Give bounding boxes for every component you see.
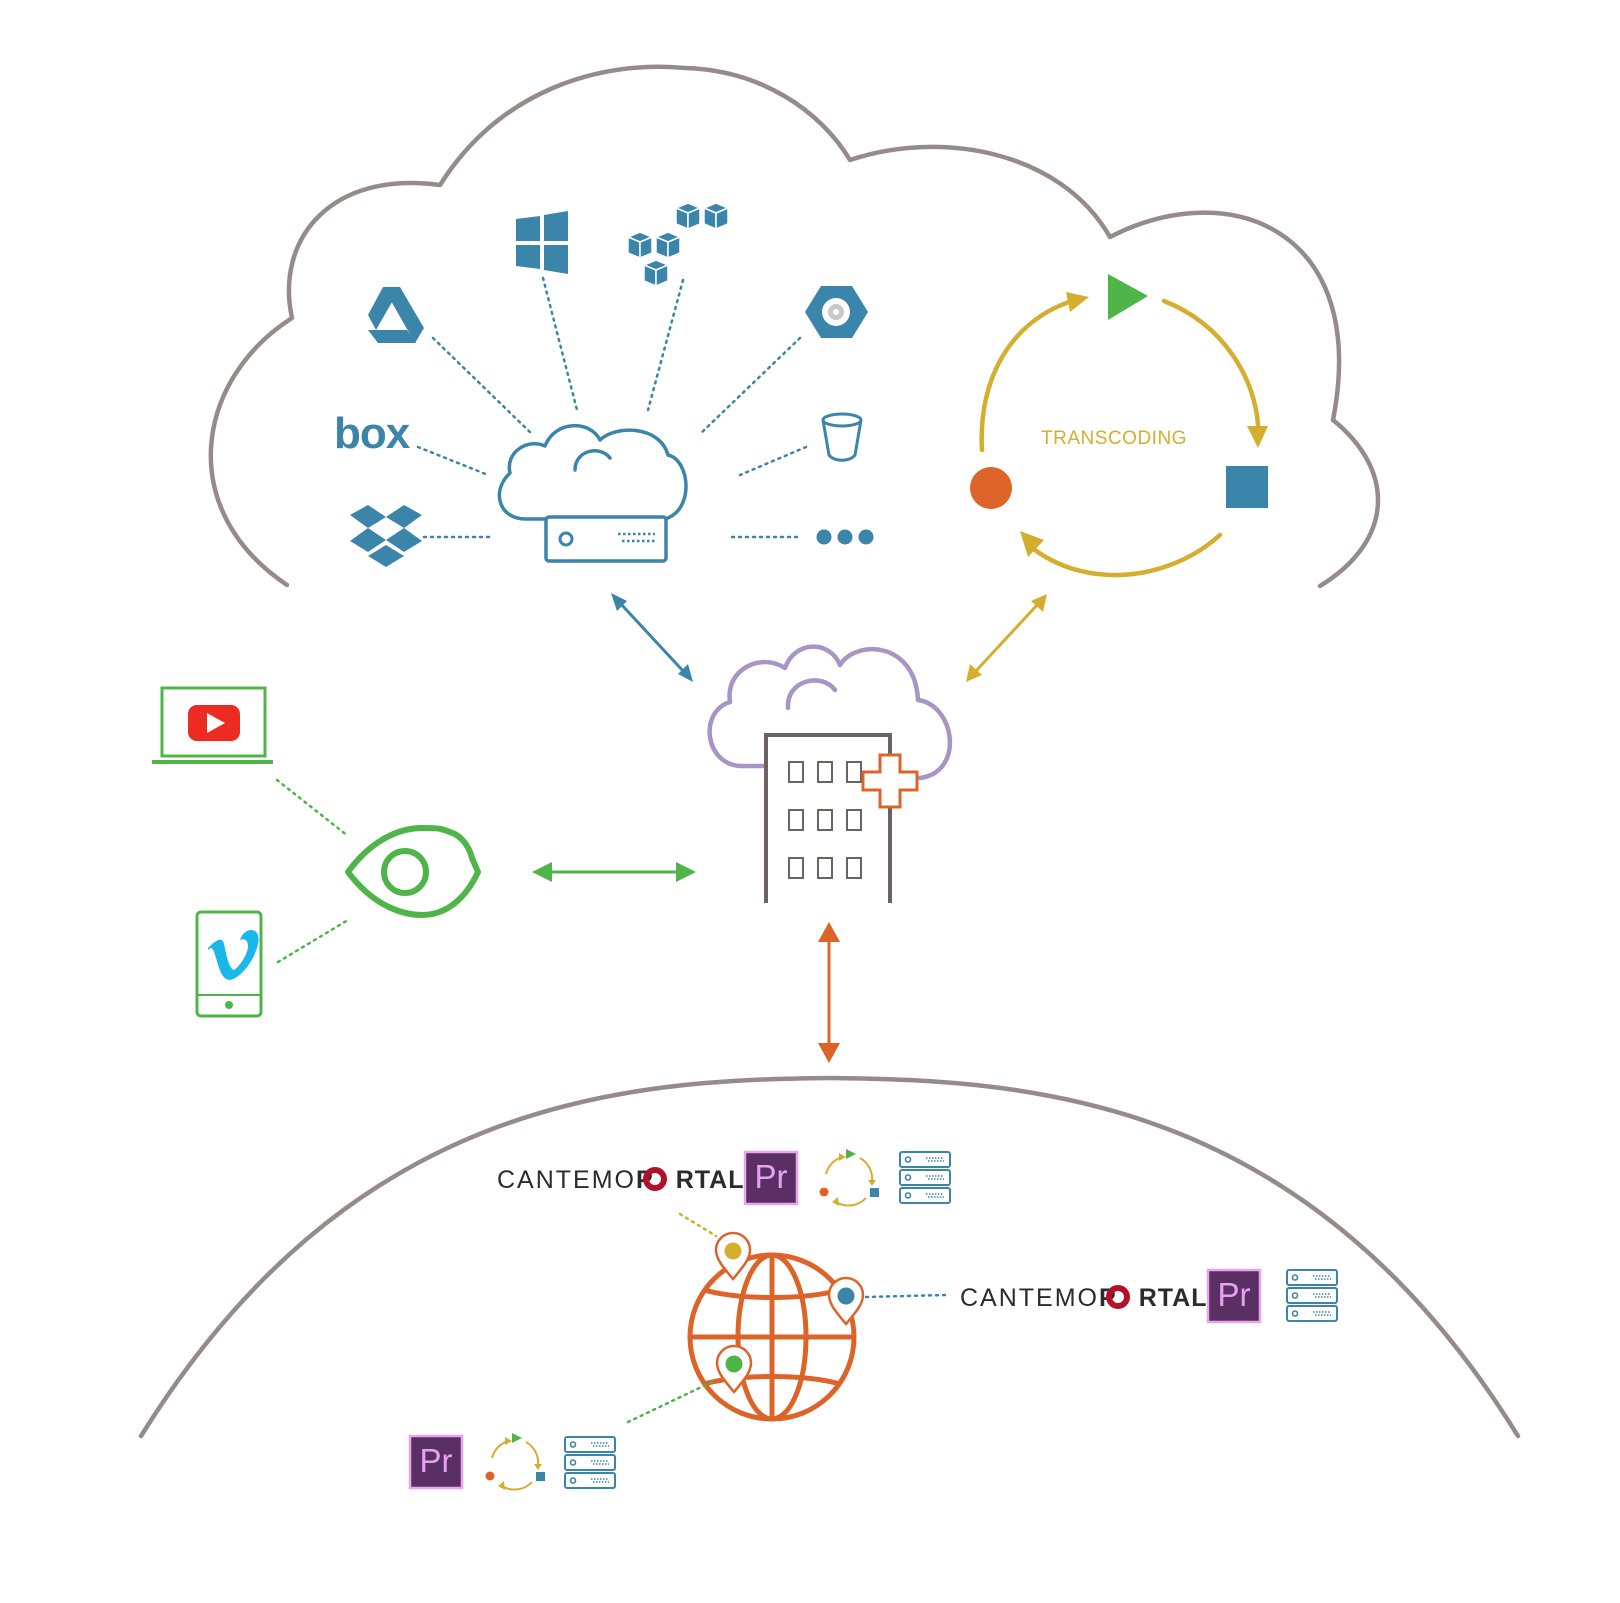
portal-to-sites-arrow bbox=[818, 922, 840, 1063]
svg-text:Pr: Pr bbox=[420, 1442, 453, 1479]
location-pin-icon bbox=[715, 1344, 753, 1394]
storage-cloud-outline bbox=[208, 64, 1381, 589]
google-cloud-icon bbox=[805, 286, 868, 338]
world-dome-outline bbox=[138, 1075, 1521, 1439]
vimeo-icon bbox=[208, 929, 259, 980]
location-pin-icon bbox=[714, 1231, 752, 1281]
mini-transcode-cycle-icon bbox=[818, 1148, 880, 1207]
cloud-storage-hub-icon bbox=[497, 424, 688, 563]
dropbox-icon bbox=[350, 505, 422, 567]
premiere-icon: Pr bbox=[1206, 1268, 1262, 1324]
svg-text:Pr: Pr bbox=[755, 1158, 788, 1195]
google-drive-icon bbox=[368, 287, 424, 343]
premiere-icon: Pr bbox=[743, 1150, 799, 1206]
box-icon: box bbox=[334, 409, 412, 458]
premiere-icon: Pr bbox=[408, 1434, 464, 1490]
aws-icon bbox=[626, 202, 730, 288]
server-rack-icon bbox=[564, 1436, 616, 1489]
site-2: CANTEMOPRTAL™ Pr bbox=[960, 1268, 1338, 1324]
cantemo-portal-logo: CANTEMOPRTAL™ bbox=[497, 1166, 754, 1194]
viewer-connectors bbox=[275, 778, 350, 964]
storage-connectors bbox=[416, 276, 808, 539]
eye-icon bbox=[345, 825, 481, 918]
svg-text:Pr: Pr bbox=[1218, 1276, 1251, 1313]
viewer-to-portal-arrow bbox=[532, 862, 696, 882]
transcode-to-portal-arrow bbox=[966, 594, 1047, 682]
tablet-vimeo-icon bbox=[195, 910, 263, 1018]
site-1: CANTEMOPRTAL™ Pr bbox=[497, 1148, 951, 1207]
play-icon bbox=[1108, 274, 1148, 320]
portal-cloud-icon bbox=[707, 644, 953, 781]
transcoding-cycle: TRANSCODING bbox=[970, 274, 1268, 578]
location-pin-icon bbox=[827, 1276, 865, 1326]
windows-azure-icon bbox=[516, 211, 568, 274]
globe-icon bbox=[687, 1252, 857, 1422]
laptop-youtube-icon bbox=[152, 686, 273, 764]
site-3: Pr bbox=[408, 1432, 616, 1491]
server-rack-icon bbox=[1286, 1269, 1338, 1322]
server-rack-icon bbox=[899, 1151, 951, 1204]
mini-transcode-cycle-icon bbox=[484, 1432, 546, 1491]
site-connectors bbox=[626, 1212, 948, 1424]
svg-text:box: box bbox=[334, 409, 411, 458]
record-dot-icon bbox=[970, 467, 1012, 509]
media-asset-building-icon bbox=[764, 733, 919, 904]
cantemo-portal-logo: CANTEMOPRTAL™ bbox=[960, 1284, 1217, 1312]
hospital-cross-icon bbox=[861, 753, 919, 809]
hub-to-portal-arrow bbox=[611, 593, 693, 682]
more-dots-icon bbox=[816, 529, 874, 545]
stop-square-icon bbox=[1226, 466, 1268, 508]
transcoding-label: TRANSCODING bbox=[1041, 428, 1187, 449]
s3-bucket-icon bbox=[821, 412, 863, 462]
cycle-arrowhead bbox=[1066, 292, 1089, 312]
